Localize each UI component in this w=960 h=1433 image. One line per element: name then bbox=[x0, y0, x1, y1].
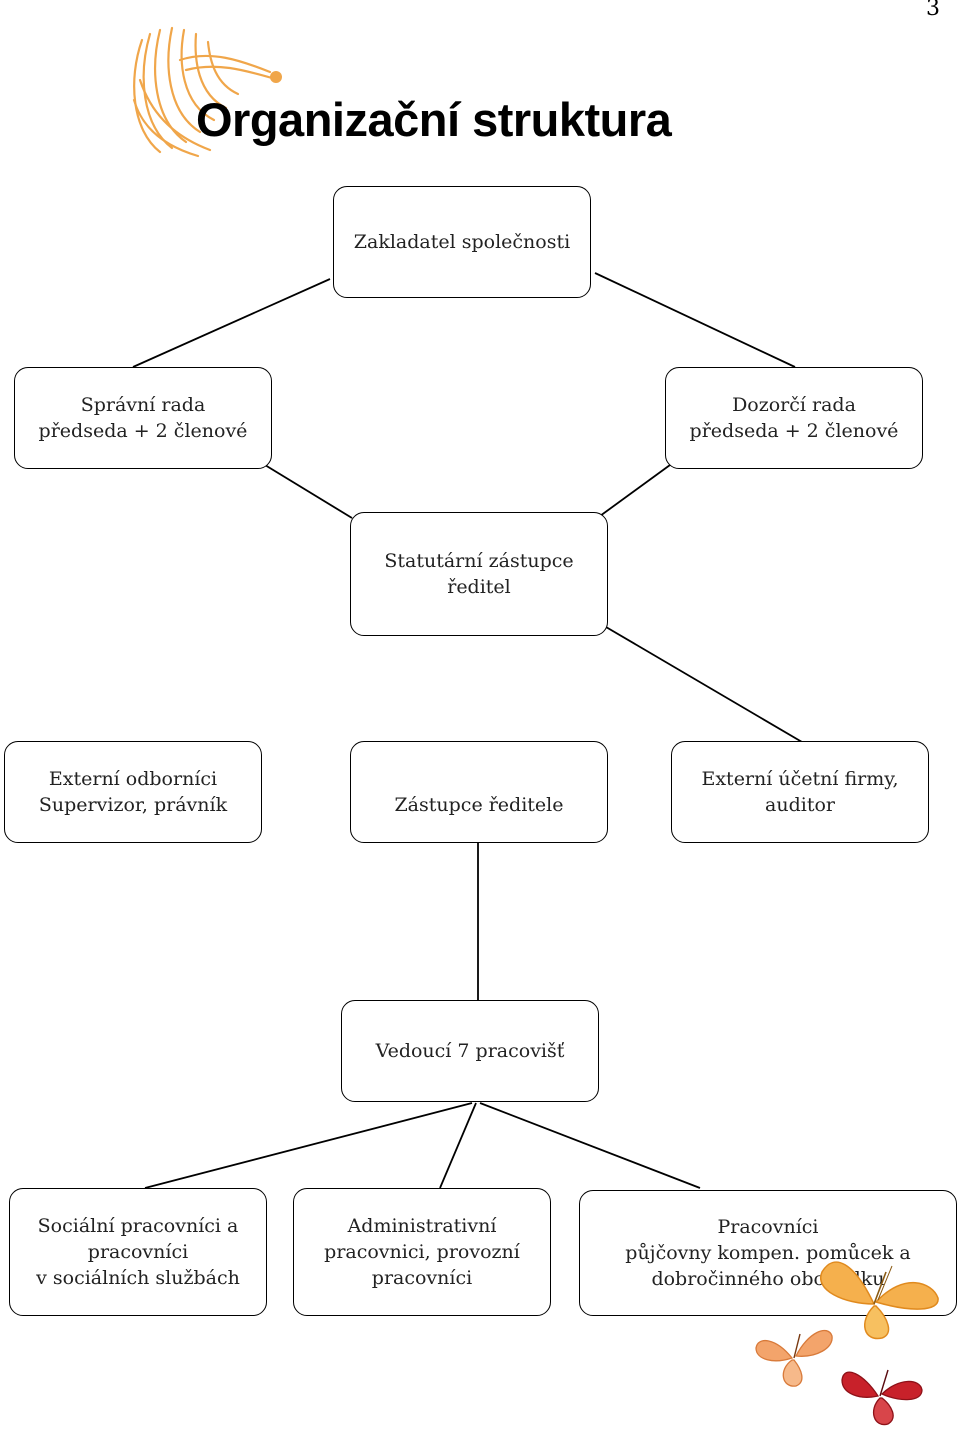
node-pracovnici-line-2: půjčovny kompen. pomůcek a bbox=[625, 1242, 911, 1264]
node-dozorci-rada: Dozorčí rada předseda + 2 členové bbox=[665, 367, 923, 469]
node-spravni-rada: Správní rada předseda + 2 členové bbox=[14, 367, 272, 469]
node-externi-ucetni-line-2: auditor bbox=[765, 794, 835, 816]
connector-zakladatel-dozorci bbox=[594, 272, 796, 368]
connector-zakladatel-spravni bbox=[132, 278, 331, 368]
node-administrativni-line-2: pracovnici, provozní bbox=[324, 1241, 520, 1263]
node-vedouci-line-1: Vedoucí 7 pracovišť bbox=[375, 1040, 565, 1062]
node-externi-ucetni-line-1: Externí účetní firmy, bbox=[701, 768, 899, 790]
node-externi-odbornici: Externí odborníci Supervizor, právník bbox=[4, 741, 262, 843]
node-socialni-line-3: v sociálních službách bbox=[36, 1267, 240, 1289]
connector-vedouci-pracovnici bbox=[479, 1102, 701, 1189]
node-socialni-line-2: pracovníci bbox=[87, 1241, 189, 1263]
node-zastupce-reditele: Zástupce ředitele bbox=[350, 741, 608, 843]
connector-dozorci-statutarni bbox=[599, 464, 671, 517]
node-dozorci-rada-line-1: Dozorčí rada bbox=[732, 394, 856, 416]
connector-vedouci-administrativni bbox=[439, 1102, 477, 1189]
node-zastupce-line-1: Zástupce ředitele bbox=[394, 794, 564, 816]
node-spravni-rada-line-1: Správní rada bbox=[80, 394, 206, 416]
node-socialni-pracovnici: Sociální pracovníci a pracovníci v sociá… bbox=[9, 1188, 267, 1316]
connector-statutarni-externi-ucetni bbox=[605, 626, 803, 743]
node-administrativni: Administrativní pracovnici, provozní pra… bbox=[293, 1188, 551, 1316]
node-externi-ucetni: Externí účetní firmy, auditor bbox=[671, 741, 929, 843]
connector-spravni-statutarni bbox=[264, 464, 353, 519]
butterfly-red-icon bbox=[841, 1369, 923, 1426]
butterfly-light-icon bbox=[755, 1330, 833, 1387]
node-zakladatel-line-1: Zakladatel společnosti bbox=[353, 231, 571, 253]
node-spravni-rada-line-2: předseda + 2 členové bbox=[38, 420, 248, 442]
node-dozorci-rada-line-2: předseda + 2 členové bbox=[689, 420, 899, 442]
connector-vedouci-socialni bbox=[144, 1102, 473, 1189]
butterfly-orange-icon bbox=[819, 1261, 939, 1340]
node-administrativni-line-1: Administrativní bbox=[347, 1215, 497, 1237]
page-number: 3 bbox=[926, 0, 940, 21]
node-externi-odbornici-line-1: Externí odborníci bbox=[48, 768, 218, 790]
node-administrativni-line-3: pracovníci bbox=[371, 1267, 473, 1289]
node-zakladatel: Zakladatel společnosti bbox=[333, 186, 591, 298]
page-title: Organizační struktura bbox=[196, 93, 672, 146]
node-socialni-line-1: Sociální pracovníci a bbox=[37, 1215, 239, 1237]
node-statutarni-zastupce: Statutární zástupce ředitel bbox=[350, 512, 608, 636]
node-pracovnici-line-1: Pracovníci bbox=[717, 1216, 819, 1238]
node-statutarni-line-2: ředitel bbox=[447, 576, 511, 598]
node-vedouci: Vedoucí 7 pracovišť bbox=[341, 1000, 599, 1102]
node-statutarni-line-1: Statutární zástupce bbox=[384, 550, 574, 572]
node-externi-odbornici-line-2: Supervizor, právník bbox=[38, 794, 228, 816]
logo-icon bbox=[132, 26, 282, 158]
